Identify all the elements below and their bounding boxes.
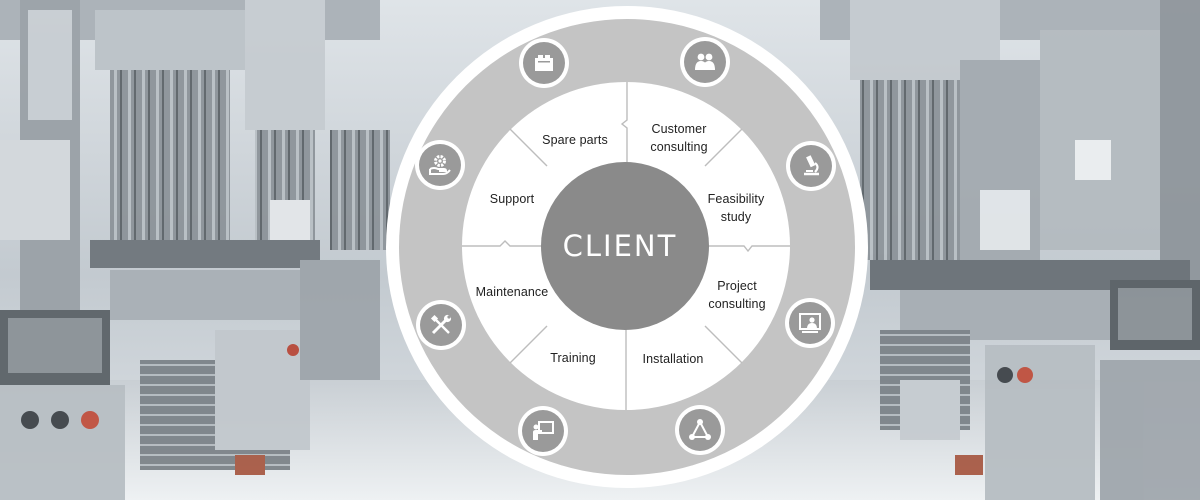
segment-label-project-consulting: Project consulting [708,279,766,311]
center-disc [541,162,709,330]
segment-label-support: Support [489,192,535,206]
teacher-board-icon[interactable] [518,406,568,456]
hand-gear-icon[interactable] [415,140,465,190]
people-icon[interactable] [680,37,730,87]
right-machinery [820,0,1200,500]
microscope-icon[interactable] [786,141,836,191]
segment-label-installation: Installation [642,352,704,366]
box-icon[interactable] [519,38,569,88]
segment-label-training: Training [550,351,596,365]
client-label: CLIENT [562,229,678,263]
wrench-screwdriver-icon[interactable] [416,300,466,350]
network-nodes-icon[interactable] [675,405,725,455]
left-machinery [0,0,390,500]
presenter-screen-icon[interactable] [785,298,835,348]
segment-label-customer-consulting: Customer consulting [650,122,708,154]
segment-label-maintenance: Maintenance [475,285,549,299]
segment-label-spare-parts: Spare parts [542,133,608,147]
segment-label-feasibility-study: Feasibility study [707,192,765,224]
segment-dividers [462,82,790,410]
